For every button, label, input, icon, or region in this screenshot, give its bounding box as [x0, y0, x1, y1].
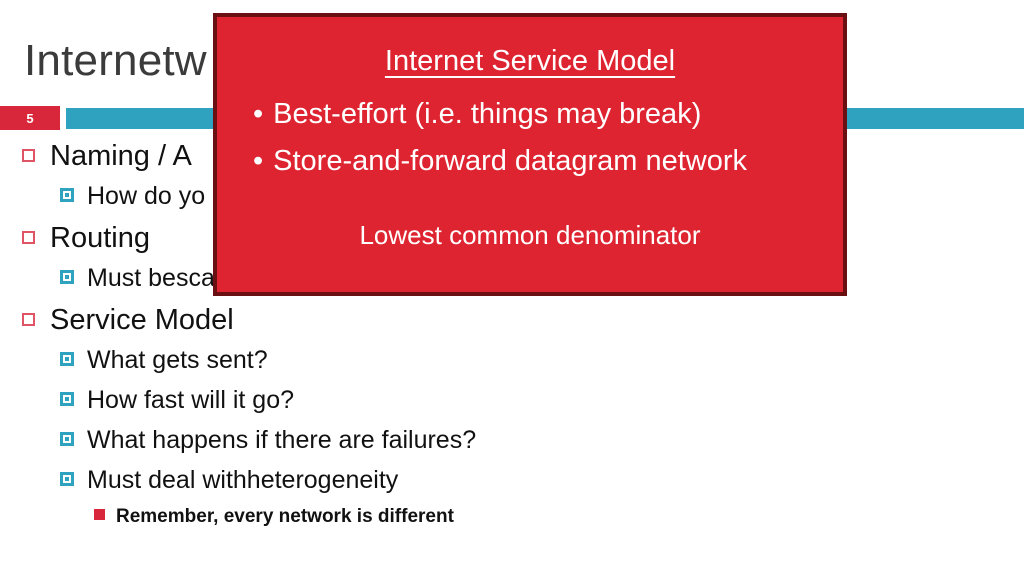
teal-square-bullet-icon	[60, 352, 74, 366]
list-item: How fast will it go?	[60, 386, 842, 426]
page-title: Internetw	[24, 36, 207, 85]
callout-bullet-item: • Best-effort (i.e. things may break)	[239, 98, 821, 131]
list-item-label: How do yo	[87, 182, 206, 210]
hollow-red-square-bullet-icon	[22, 231, 35, 244]
filled-red-square-bullet-icon	[94, 509, 105, 520]
list-item-label: How fast will it go?	[87, 386, 295, 414]
teal-square-bullet-icon	[60, 188, 74, 202]
callout-bullet-label: Best-effort (i.e. things may break)	[273, 98, 702, 130]
list-item: How do yo	[60, 182, 842, 222]
list-item-label: What happens if there are failures?	[87, 426, 477, 454]
teal-square-bullet-icon	[60, 270, 74, 284]
callout-box: Internet Service Model • Best-effort (i.e…	[213, 13, 847, 296]
list-item-highlight: sca	[175, 264, 215, 292]
list-item: Must deal with heterogeneity	[60, 466, 842, 506]
dot-bullet-icon: •	[253, 98, 264, 130]
teal-square-bullet-icon	[60, 432, 74, 446]
list-item: Routing	[22, 222, 842, 264]
callout-bullet-label: Store-and-forward datagram network	[273, 145, 748, 177]
list-item: Remember, every network is different	[94, 506, 842, 540]
dot-bullet-icon: •	[253, 145, 264, 177]
teal-square-bullet-icon	[60, 392, 74, 406]
list-item: Must be sca	[60, 264, 842, 304]
list-item-label: Must deal with	[87, 466, 247, 494]
outline-list: Naming / A How do yo Routing Must be sca…	[22, 140, 842, 540]
hollow-red-square-bullet-icon	[22, 149, 35, 162]
callout-footer: Lowest common denominator	[359, 220, 701, 250]
list-item-highlight: heterogeneity	[246, 466, 399, 494]
list-item-label: Service Model	[50, 304, 234, 336]
list-item-label: Routing	[50, 222, 150, 254]
list-item: What happens if there are failures?	[60, 426, 842, 466]
slide-number-badge: 5	[0, 106, 60, 130]
list-item-label: Must be	[87, 264, 176, 292]
hollow-red-square-bullet-icon	[22, 313, 35, 326]
list-item: Service Model	[22, 304, 842, 346]
list-item-label: Naming / A	[50, 140, 192, 172]
list-item: What gets sent?	[60, 346, 842, 386]
callout-bullet-item: • Store-and-forward datagram network	[239, 145, 821, 178]
list-item-label: What gets sent?	[87, 346, 268, 374]
list-item-label: Remember, every network is different	[116, 506, 454, 527]
callout-heading: Internet Service Model	[384, 45, 676, 77]
teal-square-bullet-icon	[60, 472, 74, 486]
list-item: Naming / A	[22, 140, 842, 182]
